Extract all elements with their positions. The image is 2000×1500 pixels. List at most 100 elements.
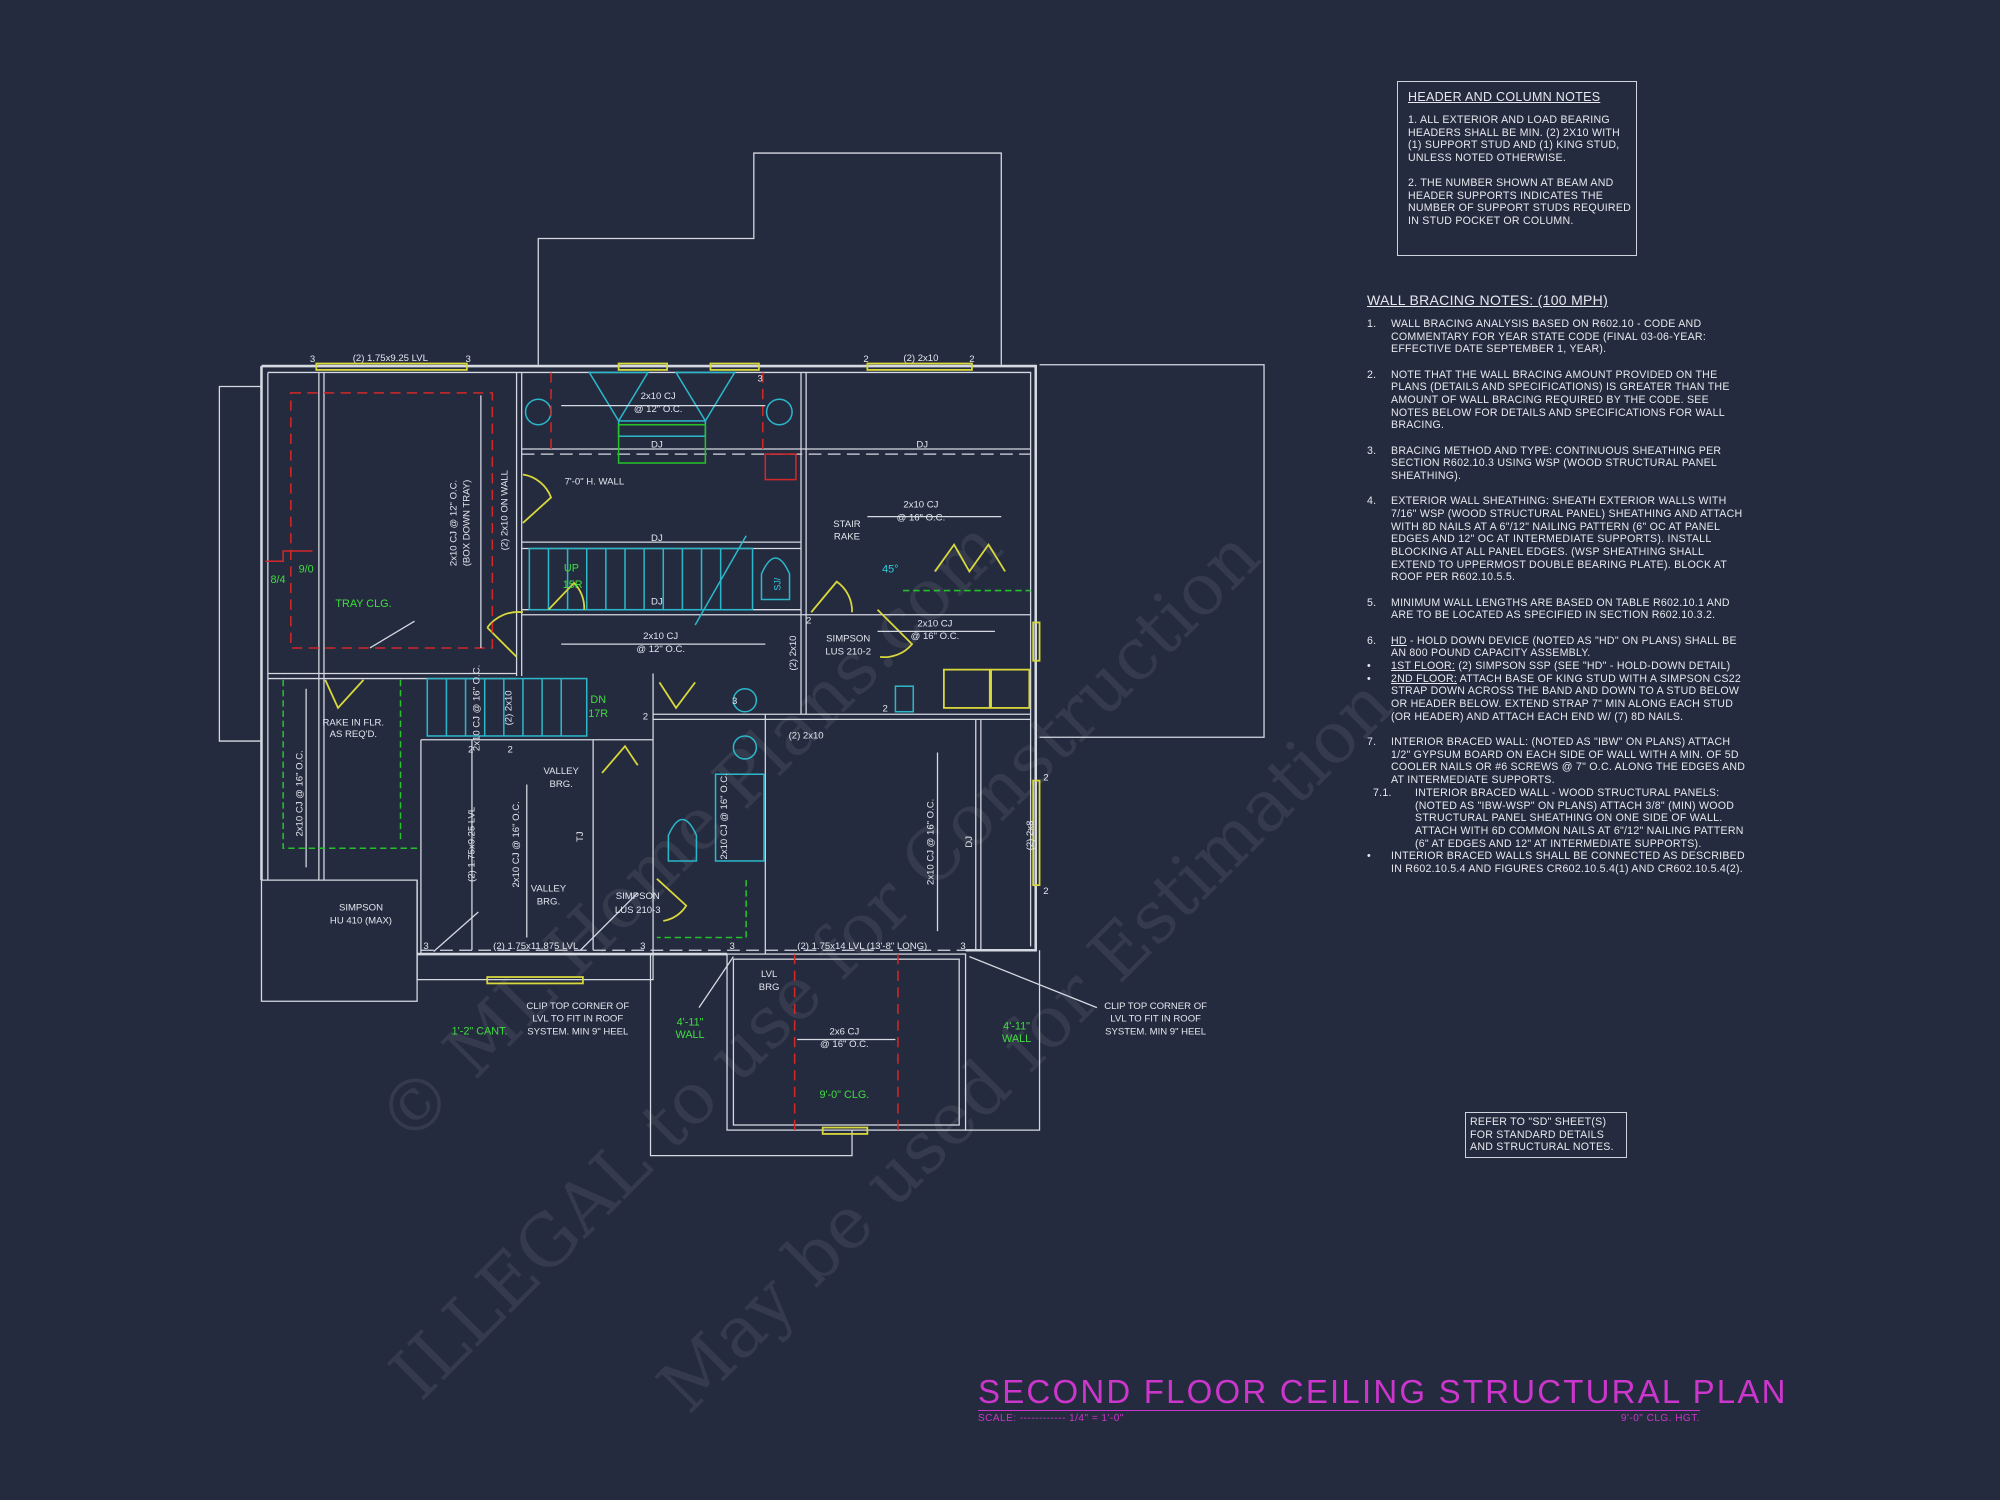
rake-note: RAKE IN FLR. [323,718,385,729]
dj-label: DJ [651,597,663,608]
note-item: 4.EXTERIOR WALL SHEATHING: SHEATH EXTERI… [1367,495,1747,584]
joist-label: 2x10 CJ @ 16" O.C. [472,665,483,751]
note-text: (2) SIMPSON SSP (SEE "HD" - HOLD-DOWN DE… [1455,659,1731,672]
watermark: © ML Home Plans.com ILLEGAL to use for C… [361,504,1407,1428]
note-text: EXTERIOR WALL SHEATHING: SHEATH EXTERIOR… [1391,495,1743,584]
note-text: WALL BRACING ANALYSIS BASED ON R602.10 -… [1391,318,1707,356]
support-count: 3 [423,941,428,952]
clip-note: CLIP TOP CORNER OF [1104,1001,1207,1012]
hanger-label: SIMPSON [339,903,383,914]
dimension-arrows [305,395,1098,1041]
sheet-title: SECOND FLOOR CEILING STRUCTURAL PLAN [978,1373,1788,1410]
dj-label: DJ [964,836,975,848]
note-text: INTERIOR BRACED WALL: (NOTED AS "IBW" ON… [1391,735,1746,787]
note-item: 3.BRACING METHOD AND TYPE: CONTINUOUS SH… [1367,445,1747,483]
hanger-label: HU 410 (MAX) [330,915,392,926]
joist-label: (BOX DOWN TRAY) [461,480,472,567]
support-count: 3 [729,941,734,952]
note-item: 5.MINIMUM WALL LENGTHS ARE BASED ON TABL… [1367,597,1747,622]
joist-label: @ 16" O.C. [820,1039,869,1050]
hanger-label: LUS 210-2 [825,646,871,657]
note-text: INTERIOR BRACED WALL - WOOD STRUCTURAL P… [1415,786,1744,850]
scale-label: SCALE: ------------ 1/4" = 1'-0" [978,1413,1124,1424]
joist-label: 2x10 CJ [917,618,952,629]
header-column-notes-box: HEADER AND COLUMN NOTES 1. ALL EXTERIOR … [1397,81,1637,256]
note-text: INTERIOR BRACED WALLS SHALL BE CONNECTED… [1391,850,1745,876]
wall-bracing-title: WALL BRACING NOTES: (100 MPH) [1367,292,1609,308]
sheet-title-block: SECOND FLOOR CEILING STRUCTURAL PLAN SCA… [978,1373,1788,1424]
beam-label: (2) 1.75x9.25 LVL [466,807,477,882]
valley-bearing-label: VALLEY [531,884,567,895]
dj-label: DJ [916,440,928,451]
note-item: 2.NOTE THAT THE WALL BRACING AMOUNT PROV… [1367,369,1747,433]
note-bullet: • [1367,850,1371,863]
joist-label: @ 12" O.C. [636,644,685,655]
angle-label: 45° [882,564,898,576]
title-underline [978,1410,1700,1411]
hanger-label: SIMPSON [616,891,660,902]
stair-up-label: UP [564,562,579,574]
stair-rake-label: STAIR [833,519,861,530]
dj-label: DJ [651,440,663,451]
clip-note: LVL TO FIT IN ROOF [1110,1014,1201,1025]
note-item: 6.HD - HOLD DOWN DEVICE (NOTED AS "HD" O… [1367,635,1747,660]
note-number: 7.1. [1373,786,1392,799]
note-text: - HOLD DOWN DEVICE (NOTED AS "HD" ON PLA… [1391,634,1737,660]
support-stud-counts: 3 3 3 2 2 2 2 2 2 2 2 2 3 3 3 3 3 [310,354,1049,952]
clip-note: SYSTEM. MIN 9" HEEL [1105,1026,1206,1037]
clip-note: CLIP TOP CORNER OF [526,1001,629,1012]
support-count: 2 [1043,886,1048,897]
note-item: 7.1. INTERIOR BRACED WALL - WOOD STRUCTUR… [1367,787,1747,851]
note-item: 7. INTERIOR BRACED WALL: (NOTED AS "IBW" … [1367,736,1747,787]
beam-label: (2) 2x10 [788,636,799,671]
tj-label: TJ [575,831,586,842]
header-notes-title: HEADER AND COLUMN NOTES [1408,90,1601,104]
note-number: 7. [1367,735,1377,748]
wall-height-label: WALL [676,1029,705,1041]
joist-label: @ 16" O.C. [897,512,946,523]
exterior-walls [260,364,1037,1131]
refer-sd-sheet-note: REFER TO "SD" SHEET(S) FOR STANDARD DETA… [1465,1112,1627,1159]
beam-label: (2) 2x10 ON WALL [500,470,511,550]
beam-label: (2) 1.75x9.25 LVL [353,353,428,364]
support-count: 2 [806,616,811,627]
support-count: 2 [883,704,888,715]
stair-down-label: DN [590,694,606,706]
opening-size-label: 8/4 [271,574,286,586]
cantilever-label: 1'-2" CANT. [452,1025,508,1037]
joist-label: 2x10 CJ @ 16" O.C. [926,799,937,885]
header-note-2: 2. THE NUMBER SHOWN AT BEAM AND HEADER S… [1408,176,1632,227]
wall-bracing-notes: WALL BRACING NOTES: (100 MPH) 1.WALL BRA… [1367,292,1747,888]
wall-note: 7'-0" H. WALL [565,477,625,488]
note-text: ATTACH BASE OF KING STUD WITH A SIMPSON … [1391,672,1742,723]
support-count: 2 [863,354,868,365]
wall-height-label: WALL [1002,1033,1031,1045]
support-count: 2 [643,711,648,722]
fixture-label: SJ/ [773,577,783,590]
beam-label: (2) 2x10 [503,690,514,725]
support-count: 3 [732,696,737,707]
beam-label: (2) 2x8 [1025,821,1036,851]
joist-label: 2x10 CJ @ 16" O.C. [511,801,522,887]
note-lead: HD [1391,634,1407,647]
support-count: 3 [465,354,470,365]
lvl-bearing-label: LVL [761,969,777,980]
stair-risers-label: 15R [563,579,583,591]
beam-label: (2) 2x10 [903,353,938,364]
beam-label: (2) 2x10 [789,731,824,742]
clip-note: SYSTEM. MIN 9" HEEL [527,1026,628,1037]
support-count: 3 [758,373,763,384]
joist-label: 2x10 CJ [643,631,678,642]
support-count: 2 [1043,773,1048,784]
note-text: BRACING METHOD AND TYPE: CONTINUOUS SHEA… [1391,444,1722,483]
rake-note: AS REQ'D. [330,729,377,740]
note-bullet: • [1367,672,1371,685]
dj-label: DJ [651,533,663,544]
wall-height-label: 4'-11" [1003,1020,1030,1032]
note-item: •2ND FLOOR: ATTACH BASE OF KING STUD WIT… [1367,673,1747,724]
interior-walls [267,372,1031,955]
stairs [426,535,754,737]
lvl-bearing-label: BRG [759,982,780,993]
joist-label: 2x10 CJ [903,500,938,511]
note-number: 5. [1367,596,1377,609]
